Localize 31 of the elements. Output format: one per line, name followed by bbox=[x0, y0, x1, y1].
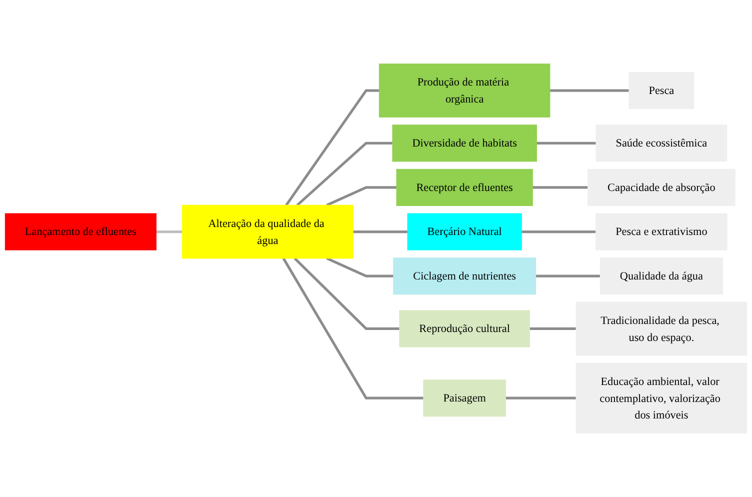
connector bbox=[294, 257, 400, 330]
connector bbox=[550, 89, 630, 92]
node-box: Lançamento de efluentes bbox=[4, 213, 156, 250]
connector bbox=[326, 186, 397, 206]
connector bbox=[536, 274, 600, 278]
connector bbox=[353, 230, 408, 234]
node-box: Pesca bbox=[628, 72, 694, 110]
connector bbox=[506, 396, 576, 400]
node-box: Ciclagem de nutrientes bbox=[393, 258, 536, 295]
node-box: Receptor de efluentes bbox=[396, 168, 533, 206]
connector bbox=[296, 142, 393, 206]
node-box: Produção de matéria orgânica bbox=[378, 64, 550, 118]
node-box: Qualidade da água bbox=[600, 258, 723, 295]
node-box: Pesca e extrativismo bbox=[596, 213, 728, 250]
connector bbox=[530, 327, 576, 330]
node-box: Tradicionalidade da pesca, uso do espaço. bbox=[576, 302, 748, 356]
node-box: Berçário Natural bbox=[407, 213, 522, 250]
connector bbox=[536, 142, 596, 144]
connector bbox=[282, 258, 424, 400]
node-box: Educação ambiental, valor contemplativo, valorização dos imóveis bbox=[576, 362, 748, 434]
connector bbox=[522, 230, 596, 234]
node-box: Capacidade de absorção bbox=[588, 168, 736, 206]
node-box: Paisagem bbox=[423, 380, 506, 417]
node-box: Saúde ecossistêmica bbox=[596, 124, 728, 162]
node-box: Reprodução cultural bbox=[399, 310, 530, 348]
connector bbox=[285, 89, 380, 206]
connector bbox=[326, 257, 394, 278]
node-box: Diversidade de habitats bbox=[392, 124, 537, 162]
node-box: Alteração da qualidade da água bbox=[182, 204, 354, 259]
connector bbox=[156, 230, 182, 234]
connector bbox=[532, 186, 588, 189]
